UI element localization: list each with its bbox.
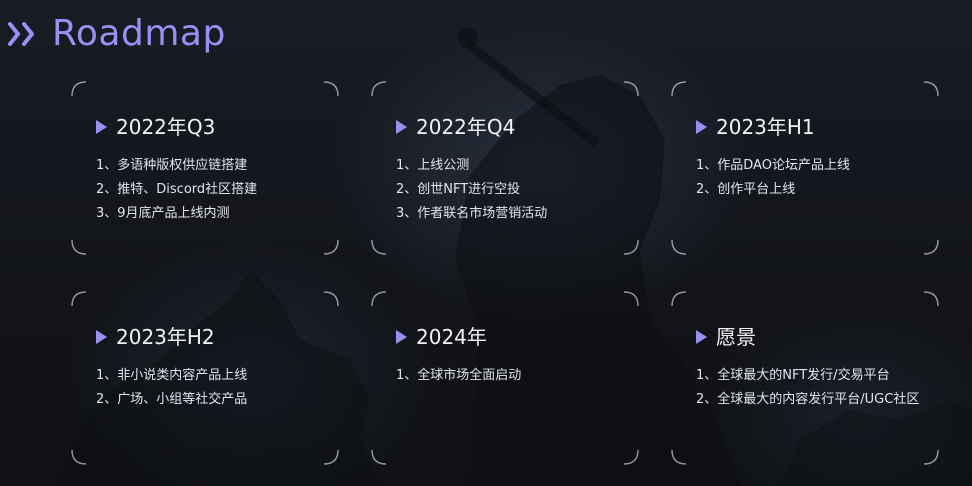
card-title: 愿景	[716, 325, 756, 349]
list-item: 1、多语种版权供应链搭建	[96, 158, 248, 173]
card-header: 愿景	[696, 324, 940, 350]
slide-header: Roadmap	[6, 12, 226, 56]
card-item-list: 1、多语种版权供应链搭建 2、推特、Discord社区搭建 3、9月底产品上线内…	[96, 154, 340, 226]
roadmap-card-vision: 愿景 1、全球最大的NFT发行/交易平台 2、全球最大的内容发行平台/UGC社区	[670, 290, 940, 466]
triangle-bullet-icon	[696, 120, 707, 134]
triangle-bullet-icon	[696, 330, 707, 344]
background-mace-head	[458, 28, 478, 48]
roadmap-card-2022-q3: 2022年Q3 1、多语种版权供应链搭建 2、推特、Discord社区搭建 3、…	[70, 80, 340, 256]
double-chevron-icon	[8, 22, 34, 46]
triangle-bullet-icon	[96, 120, 107, 134]
list-item: 1、作品DAO论坛产品上线	[696, 158, 850, 173]
card-item-list: 1、作品DAO论坛产品上线 2、创作平台上线	[696, 154, 940, 202]
list-item: 2、推特、Discord社区搭建	[96, 182, 258, 197]
card-header: 2022年Q4	[396, 114, 640, 140]
triangle-bullet-icon	[396, 120, 407, 134]
list-item: 1、上线公测	[396, 158, 470, 173]
card-header: 2022年Q3	[96, 114, 340, 140]
card-title: 2023年H1	[716, 115, 815, 139]
list-item: 2、创作平台上线	[696, 182, 796, 197]
card-header: 2023年H2	[96, 324, 340, 350]
list-item: 2、全球最大的内容发行平台/UGC社区	[696, 392, 920, 407]
card-title: 2022年Q4	[416, 115, 516, 139]
card-title: 2022年Q3	[116, 115, 216, 139]
roadmap-card-2023-h2: 2023年H2 1、非小说类内容产品上线 2、广场、小组等社交产品	[70, 290, 340, 466]
card-item-list: 1、非小说类内容产品上线 2、广场、小组等社交产品	[96, 364, 340, 412]
card-item-list: 1、全球市场全面启动	[396, 364, 640, 388]
card-title: 2023年H2	[116, 325, 215, 349]
list-item: 1、全球最大的NFT发行/交易平台	[696, 368, 890, 383]
page-title: Roadmap	[52, 13, 226, 54]
triangle-bullet-icon	[96, 330, 107, 344]
list-item: 3、9月底产品上线内测	[96, 206, 230, 221]
roadmap-card-2023-h1: 2023年H1 1、作品DAO论坛产品上线 2、创作平台上线	[670, 80, 940, 256]
list-item: 1、全球市场全面启动	[396, 368, 522, 383]
card-header: 2023年H1	[696, 114, 940, 140]
list-item: 2、创世NFT进行空投	[396, 182, 521, 197]
list-item: 3、作者联名市场营销活动	[396, 206, 548, 221]
roadmap-card-2024: 2024年 1、全球市场全面启动	[370, 290, 640, 466]
card-header: 2024年	[396, 324, 640, 350]
list-item: 2、广场、小组等社交产品	[96, 392, 248, 407]
list-item: 1、非小说类内容产品上线	[96, 368, 248, 383]
card-item-list: 1、全球最大的NFT发行/交易平台 2、全球最大的内容发行平台/UGC社区	[696, 364, 940, 412]
triangle-bullet-icon	[396, 330, 407, 344]
card-title: 2024年	[416, 325, 487, 349]
roadmap-card-2022-q4: 2022年Q4 1、上线公测 2、创世NFT进行空投 3、作者联名市场营销活动	[370, 80, 640, 256]
card-item-list: 1、上线公测 2、创世NFT进行空投 3、作者联名市场营销活动	[396, 154, 640, 226]
